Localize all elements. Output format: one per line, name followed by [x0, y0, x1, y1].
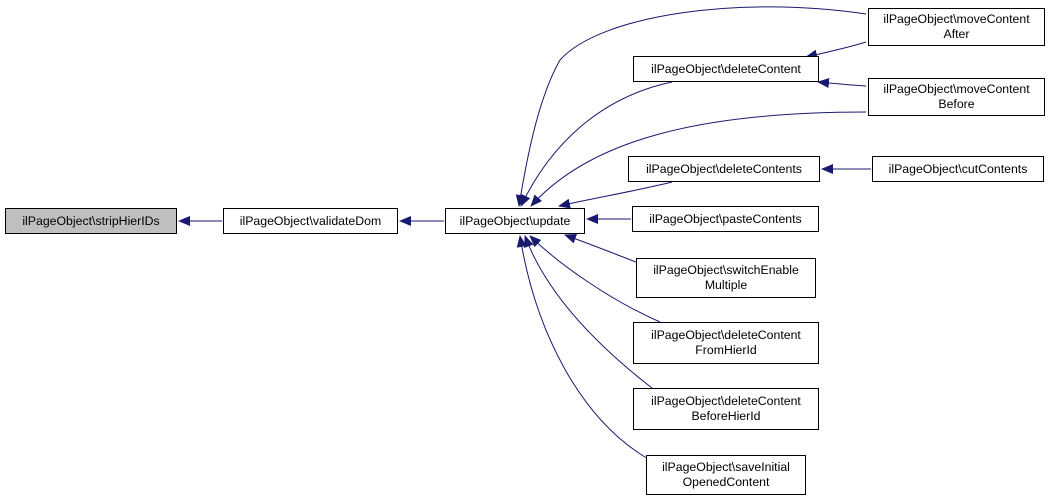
node-label-line: ilPageObject\deleteContent [651, 394, 801, 408]
node-switch-enable-multiple[interactable]: ilPageObject\switchEnable Multiple [636, 258, 816, 298]
node-label-line: BeforeHierId [691, 409, 761, 423]
edge-deleteContent-to-update [520, 81, 673, 207]
node-label-line: ilPageObject\cutContents [888, 161, 1028, 176]
node-label-line: ilPageObject\deleteContent [651, 61, 801, 76]
node-label-line: Multiple [704, 278, 748, 292]
edge-deleteFromHier-to-update [529, 235, 661, 323]
node-label-line: ilPageObject\switchEnable [653, 263, 799, 277]
node-delete-content-before-hier-id[interactable]: ilPageObject\deleteContent BeforeHierId [633, 388, 819, 430]
edge-switchEnable-to-update [564, 234, 637, 263]
node-save-initial-opened-content[interactable]: ilPageObject\saveInitial OpenedContent [646, 455, 806, 495]
node-update[interactable]: ilPageObject\update [445, 208, 585, 234]
node-cut-contents[interactable]: ilPageObject\cutContents [872, 156, 1044, 182]
node-label-line: After [943, 27, 970, 41]
node-delete-content[interactable]: ilPageObject\deleteContent [633, 56, 819, 82]
node-label-line: ilPageObject\moveContent [883, 82, 1030, 96]
node-label-line: ilPageObject\deleteContents [646, 161, 802, 176]
node-validate-dom[interactable]: ilPageObject\validateDom [223, 208, 398, 234]
node-label-line: ilPageObject\deleteContent [651, 328, 801, 342]
node-label-line: FromHierId [695, 343, 757, 357]
node-delete-contents[interactable]: ilPageObject\deleteContents [628, 156, 820, 182]
node-label-line: Before [938, 97, 975, 111]
edge-deleteBeforeHier-to-update [524, 235, 653, 389]
node-move-content-after[interactable]: ilPageObject\moveContent After [868, 8, 1045, 46]
edge-saveInitial-to-update [516, 235, 651, 461]
edge-moveBefore-to-update [530, 111, 867, 207]
edge-moveAfter-to-update [515, 6, 867, 207]
node-label-line: ilPageObject\stripHierIDs [22, 213, 160, 228]
edge-moveAfter-to-deleteContent [805, 41, 867, 60]
node-label-line: ilPageObject\update [459, 213, 571, 228]
edge-layer [178, 6, 871, 461]
edge-deleteContents-to-update [558, 181, 673, 209]
node-label-line: ilPageObject\moveContent [883, 12, 1030, 26]
node-label-line: OpenedContent [682, 475, 770, 489]
node-label-line: ilPageObject\saveInitial [662, 460, 790, 474]
node-label-line: ilPageObject\pasteContents [649, 211, 802, 226]
node-move-content-before[interactable]: ilPageObject\moveContent Before [868, 78, 1045, 116]
node-strip-hier-ids: ilPageObject\stripHierIDs [5, 208, 177, 234]
edge-moveBefore-to-deleteContent [817, 78, 867, 88]
node-paste-contents[interactable]: ilPageObject\pasteContents [632, 206, 819, 232]
node-label-line: ilPageObject\validateDom [239, 213, 382, 228]
node-delete-content-from-hier-id[interactable]: ilPageObject\deleteContent FromHierId [633, 322, 819, 364]
